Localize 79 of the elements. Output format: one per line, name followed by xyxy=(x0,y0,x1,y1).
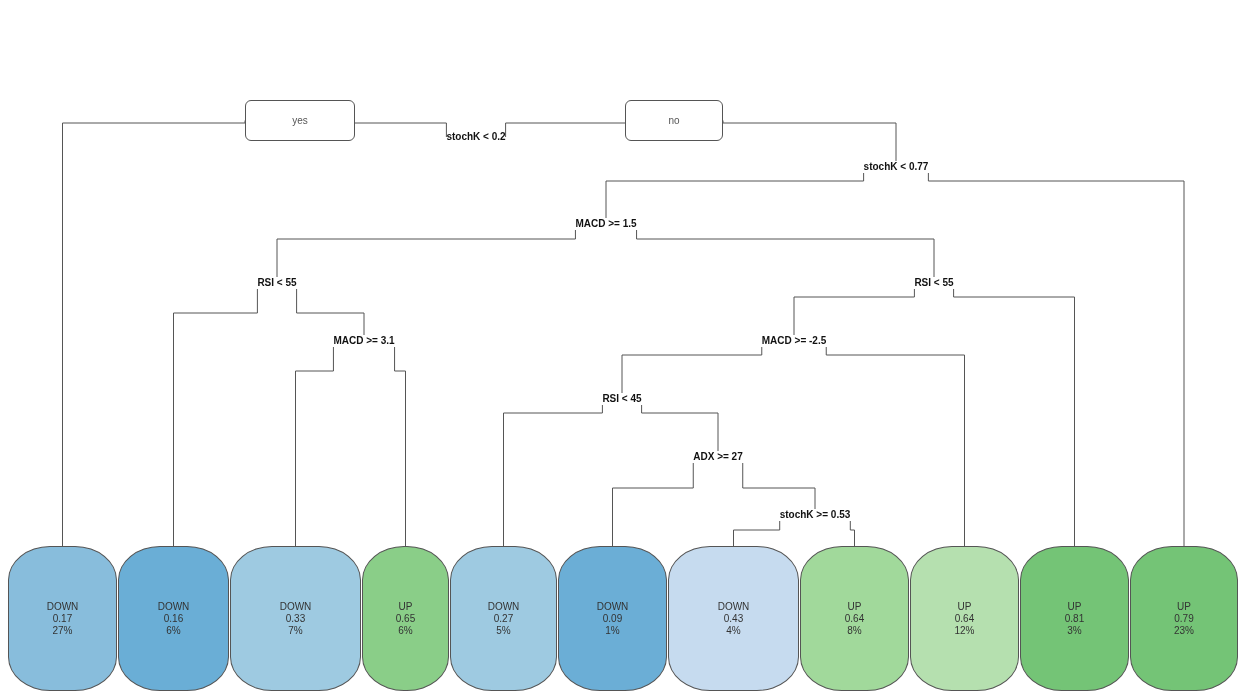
percentage-value: 6% xyxy=(166,624,181,637)
tree-branch-line xyxy=(641,404,719,452)
probability-value: 0.33 xyxy=(285,612,306,625)
leaf-node xyxy=(800,546,909,691)
leaf-node xyxy=(558,546,667,691)
tree-branch-line xyxy=(173,288,258,547)
class-label: UP xyxy=(398,600,413,613)
class-label: DOWN xyxy=(157,600,190,613)
probability-value: 0.81 xyxy=(1064,612,1085,625)
tree-branch-line xyxy=(953,288,1075,547)
split-condition: RSI < 45 xyxy=(602,393,642,405)
probability-value: 0.16 xyxy=(163,612,184,625)
percentage-value: 8% xyxy=(847,624,862,637)
leaf-node xyxy=(910,546,1019,691)
tree-branch-line xyxy=(722,120,897,162)
percentage-value: 4% xyxy=(726,624,741,637)
tree-branch-line xyxy=(849,520,855,547)
tree-branch-line xyxy=(612,462,694,547)
percentage-value: 12% xyxy=(954,624,975,637)
probability-value: 0.79 xyxy=(1174,612,1194,625)
leaf-node xyxy=(450,546,557,691)
tree-branch-line xyxy=(296,288,365,336)
tree-branch-line xyxy=(621,346,763,394)
class-label: DOWN xyxy=(46,600,79,613)
class-label: UP xyxy=(957,600,972,613)
branch-answer: yes xyxy=(292,114,308,128)
branch-label-box xyxy=(625,100,723,141)
percentage-value: 7% xyxy=(288,624,303,637)
branch-answer: no xyxy=(668,114,680,128)
probability-value: 0.64 xyxy=(954,612,975,625)
split-condition: stochK < 0.77 xyxy=(863,161,929,173)
split-condition: MACD >= 3.1 xyxy=(333,335,395,347)
leaf-node xyxy=(230,546,361,691)
tree-branch-line xyxy=(62,120,246,547)
percentage-value: 1% xyxy=(605,624,620,637)
tree-branch-line xyxy=(354,122,447,138)
percentage-value: 27% xyxy=(52,624,73,637)
tree-branch-line xyxy=(605,172,865,219)
class-label: DOWN xyxy=(279,600,312,613)
class-label: DOWN xyxy=(717,600,750,613)
leaf-node xyxy=(1130,546,1238,691)
tree-branch-line xyxy=(742,462,816,510)
tree-branch-line xyxy=(927,172,1185,547)
percentage-value: 3% xyxy=(1067,624,1082,637)
percentage-value: 23% xyxy=(1174,624,1194,637)
tree-branch-line xyxy=(733,520,781,547)
class-label: UP xyxy=(1177,600,1191,613)
split-condition: RSI < 55 xyxy=(914,277,954,289)
class-label: DOWN xyxy=(487,600,520,613)
tree-branch-line xyxy=(503,404,603,547)
tree-branch-line xyxy=(825,346,965,547)
split-condition: stochK >= 0.53 xyxy=(779,509,851,521)
probability-value: 0.43 xyxy=(723,612,744,625)
tree-branch-line xyxy=(793,288,915,336)
class-label: UP xyxy=(847,600,862,613)
leaf-node xyxy=(8,546,117,691)
leaf-node xyxy=(118,546,229,691)
split-condition: ADX >= 27 xyxy=(693,451,743,463)
probability-value: 0.17 xyxy=(52,612,73,625)
probability-value: 0.27 xyxy=(493,612,514,625)
leaf-node xyxy=(668,546,799,691)
leaf-node xyxy=(1020,546,1129,691)
split-condition: stochK < 0.2 xyxy=(446,131,506,143)
probability-value: 0.09 xyxy=(602,612,623,625)
percentage-value: 6% xyxy=(398,624,413,637)
split-condition: MACD >= -2.5 xyxy=(761,335,827,347)
split-condition: RSI < 55 xyxy=(257,277,297,289)
class-label: DOWN xyxy=(596,600,629,613)
tree-branch-line xyxy=(276,229,576,278)
probability-value: 0.65 xyxy=(395,612,416,625)
tree-branch-line xyxy=(394,346,406,547)
branch-label-box xyxy=(245,100,355,141)
split-condition: MACD >= 1.5 xyxy=(575,218,637,230)
tree-branch-line xyxy=(636,229,935,278)
percentage-value: 5% xyxy=(496,624,511,637)
probability-value: 0.64 xyxy=(844,612,865,625)
tree-branch-line xyxy=(505,122,626,138)
class-label: UP xyxy=(1067,600,1082,613)
tree-branch-line xyxy=(295,346,334,547)
